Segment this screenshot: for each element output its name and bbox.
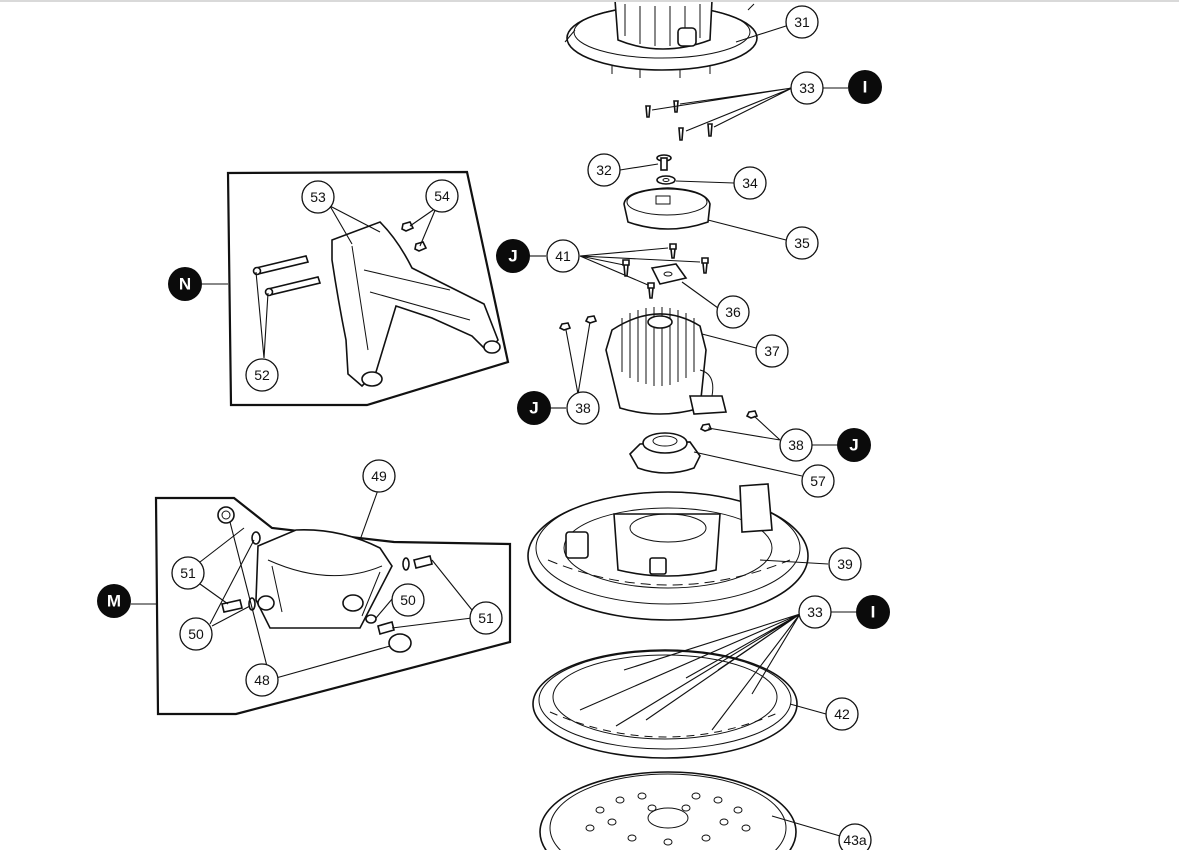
- detail-m-swivel-housing: [154, 496, 512, 716]
- svg-text:38: 38: [575, 400, 591, 416]
- callout-43a: 43a: [838, 823, 872, 855]
- svg-text:I: I: [863, 78, 868, 97]
- part-48-cap: [388, 633, 412, 653]
- callout-42: 42: [825, 697, 859, 731]
- reference-marker-j-41: J: [496, 239, 530, 273]
- svg-text:52: 52: [254, 367, 270, 383]
- callout-39: 39: [828, 547, 862, 581]
- svg-text:49: 49: [371, 468, 387, 484]
- part-39-base-ring: [527, 483, 809, 621]
- callout-38-left: 38: [566, 391, 600, 425]
- part-41-screws: [622, 243, 709, 299]
- callout-31: 31: [785, 5, 819, 39]
- callout-33-top: 33: [790, 71, 824, 105]
- reference-marker-i-bottom: I: [856, 595, 890, 629]
- part-38-nuts: [558, 315, 759, 432]
- svg-text:31: 31: [794, 14, 810, 30]
- svg-text:35: 35: [794, 235, 810, 251]
- part-57-bearing-hub: [629, 432, 701, 474]
- svg-text:50: 50: [188, 626, 204, 642]
- reference-marker-j-38-right: J: [837, 428, 871, 462]
- svg-text:33: 33: [799, 80, 815, 96]
- part-36-plate: [650, 263, 688, 285]
- svg-text:32: 32: [596, 162, 612, 178]
- callout-53: 53: [301, 180, 335, 214]
- svg-text:54: 54: [434, 188, 450, 204]
- callout-49: 49: [362, 459, 396, 493]
- reference-marker-j-38-left: J: [517, 391, 551, 425]
- reference-marker-i-top: I: [848, 70, 882, 104]
- svg-text:M: M: [107, 592, 121, 611]
- part-33-top-screws: [645, 100, 713, 141]
- part-34-washer: [656, 175, 676, 185]
- callout-52: 52: [245, 358, 279, 392]
- callout-57: 57: [801, 464, 835, 498]
- part-49-collar: [255, 529, 393, 629]
- part-37-motor: [605, 307, 728, 415]
- part-43a-perforated-plate: [539, 771, 797, 855]
- svg-text:38: 38: [788, 437, 804, 453]
- callout-50-right: 50: [391, 583, 425, 617]
- callout-38-right: 38: [779, 428, 813, 462]
- detail-n-handle-yoke: [226, 170, 510, 407]
- svg-text:I: I: [871, 603, 876, 622]
- svg-text:51: 51: [180, 565, 196, 581]
- part-53-yoke: [331, 221, 501, 388]
- callout-51-right: 51: [469, 601, 503, 635]
- callout-32: 32: [587, 153, 621, 187]
- svg-text:33: 33: [807, 604, 823, 620]
- callout-50-left: 50: [179, 617, 213, 651]
- callout-51-left: 51: [171, 556, 205, 590]
- part-42-lower-ring: [532, 649, 798, 759]
- page-top-border: [0, 0, 1179, 2]
- svg-text:39: 39: [837, 556, 853, 572]
- callout-34: 34: [733, 166, 767, 200]
- callout-48: 48: [245, 663, 279, 697]
- svg-text:J: J: [508, 247, 517, 266]
- leader-lines: [131, 25, 856, 837]
- reference-marker-m: M: [97, 584, 131, 618]
- svg-text:N: N: [179, 275, 191, 294]
- callout-36: 36: [716, 295, 750, 329]
- svg-text:J: J: [849, 436, 858, 455]
- svg-text:43a: 43a: [843, 832, 867, 848]
- callout-54: 54: [425, 179, 459, 213]
- svg-text:37: 37: [764, 343, 780, 359]
- svg-text:57: 57: [810, 473, 826, 489]
- svg-text:53: 53: [310, 189, 326, 205]
- svg-text:48: 48: [254, 672, 270, 688]
- callout-33-bottom: 33: [798, 595, 832, 629]
- svg-text:42: 42: [834, 706, 850, 722]
- svg-text:34: 34: [742, 175, 758, 191]
- svg-text:51: 51: [478, 610, 494, 626]
- reference-marker-n: N: [168, 267, 202, 301]
- svg-text:41: 41: [555, 248, 571, 264]
- svg-text:50: 50: [400, 592, 416, 608]
- part-52-pins: [252, 255, 322, 297]
- callout-37: 37: [755, 334, 789, 368]
- part-54-nuts: [401, 221, 428, 252]
- part-35-cap: [623, 187, 711, 230]
- callout-41: 41: [546, 239, 580, 273]
- svg-text:J: J: [529, 399, 538, 418]
- part-31-top-housing: [564, 0, 758, 78]
- part-32-bolt: [656, 154, 672, 171]
- svg-text:36: 36: [725, 304, 741, 320]
- callout-35: 35: [785, 226, 819, 260]
